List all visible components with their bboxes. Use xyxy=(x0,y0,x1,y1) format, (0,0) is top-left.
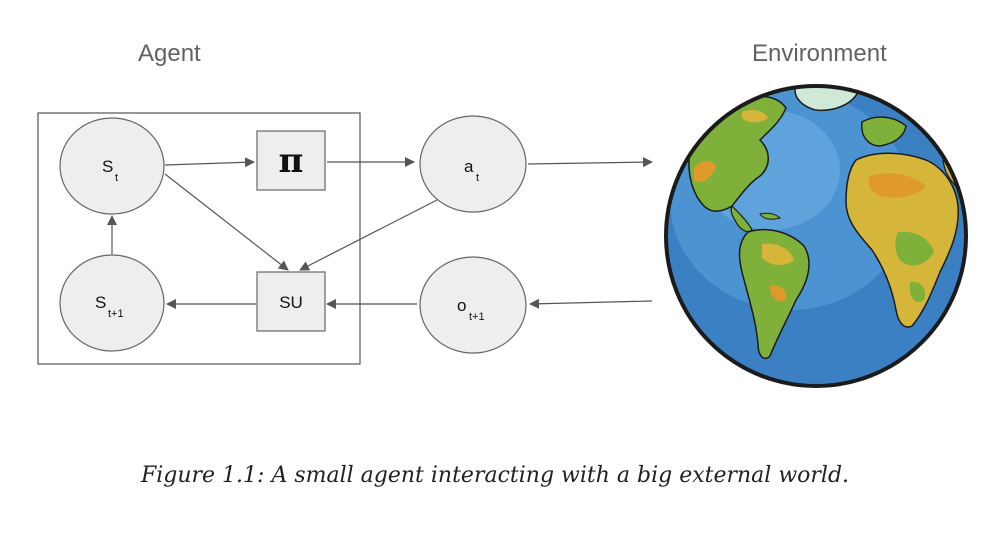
edge-action-to-su xyxy=(299,199,438,271)
edge-environment-to-observation xyxy=(529,298,653,309)
node-state-update: SU xyxy=(256,271,326,332)
node-policy: π xyxy=(256,130,326,191)
agent-heading: Agent xyxy=(138,40,201,67)
node-state-t-plus-1-subscript: t+1 xyxy=(108,308,124,320)
policy-pi-symbol: π xyxy=(279,141,304,181)
node-state-t-label: S xyxy=(102,157,113,176)
node-action-t: a t xyxy=(419,115,527,213)
node-state-t-plus-1: S t+1 xyxy=(59,254,165,352)
node-state-t-plus-1-label: S xyxy=(95,293,106,312)
edge-state-to-su xyxy=(164,173,289,271)
node-observation-t-plus-1-label: o xyxy=(457,296,466,315)
node-state-t: S t xyxy=(59,117,165,215)
node-observation-t-plus-1-subscript: t+1 xyxy=(469,311,485,323)
agent-boundary-box xyxy=(37,112,361,365)
edge-action-to-environment xyxy=(527,157,653,168)
figure-caption: Figure 1.1: A small agent interacting wi… xyxy=(140,463,850,488)
agent-environment-diagram: S t S t+1 π SU a t o t+1 xyxy=(37,84,968,388)
node-observation-t-plus-1: o t+1 xyxy=(419,256,527,354)
node-state-t-subscript: t xyxy=(115,172,118,184)
environment-heading: Environment xyxy=(752,40,887,67)
earth-globe-icon xyxy=(664,84,968,388)
edge-state-to-policy xyxy=(164,157,255,168)
state-update-label: SU xyxy=(279,293,303,312)
node-action-t-subscript: t xyxy=(476,172,479,184)
node-action-t-label: a xyxy=(464,157,474,176)
